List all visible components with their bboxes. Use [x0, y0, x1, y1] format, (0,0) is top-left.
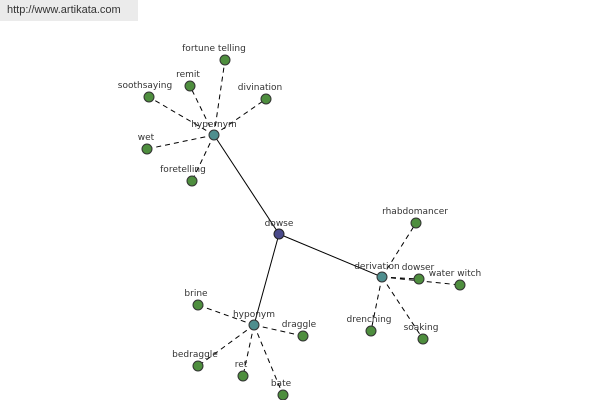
edge-hypernym-leaf — [148, 96, 215, 136]
leaf-node[interactable] — [141, 143, 153, 155]
relation-node[interactable] — [376, 271, 388, 283]
edge-hypernym-leaf — [146, 134, 215, 150]
edge-derivation-leaf — [381, 276, 424, 340]
relation-label: hyponym — [233, 310, 275, 320]
leaf-label: remit — [176, 70, 200, 80]
leaf-node[interactable] — [192, 299, 204, 311]
leaf-node[interactable] — [454, 279, 466, 291]
leaf-label: brine — [184, 289, 208, 299]
leaf-node[interactable] — [186, 175, 198, 187]
graph-nodes: fortune telling remit soothsaying divinatio… — [118, 44, 481, 400]
edge-root-derivation — [278, 233, 383, 278]
leaf-node[interactable] — [413, 273, 425, 285]
leaf-label: bedraggle — [172, 350, 218, 360]
leaf-node[interactable] — [143, 91, 155, 103]
edge-derivation-leaf — [370, 276, 383, 332]
edge-hypernym-leaf — [189, 85, 215, 136]
relation-label: hypernym — [191, 120, 237, 130]
edge-root-hypernym — [213, 134, 280, 235]
relation-node[interactable] — [208, 129, 220, 141]
edge-root-hyponym — [253, 233, 280, 326]
edge-derivation-leaf — [381, 276, 420, 280]
leaf-label: foretelling — [160, 165, 206, 175]
edge-hyponym-leaf — [197, 304, 255, 326]
edge-derivation-leaf — [381, 222, 417, 278]
leaf-label: bate — [271, 379, 292, 389]
relation-label: derivation — [354, 262, 400, 272]
edge-hyponym-leaf — [253, 324, 284, 396]
leaf-node[interactable] — [237, 370, 249, 382]
leaf-node[interactable] — [417, 333, 429, 345]
root-label: dowse — [265, 219, 294, 229]
leaf-node[interactable] — [297, 330, 309, 342]
leaf-label: drenching — [346, 315, 391, 325]
leaf-label: soothsaying — [118, 81, 172, 91]
leaf-node[interactable] — [184, 80, 196, 92]
leaf-label: dowser — [402, 263, 435, 273]
leaf-label: water witch — [429, 269, 482, 279]
leaf-label: divination — [238, 83, 283, 93]
leaf-node[interactable] — [219, 54, 231, 66]
leaf-label: draggle — [282, 320, 317, 330]
edge-hyponym-leaf — [197, 324, 255, 367]
leaf-label: fortune telling — [182, 44, 246, 54]
edge-hypernym-leaf — [213, 59, 226, 136]
leaf-node[interactable] — [192, 360, 204, 372]
edge-hypernym-leaf — [213, 98, 267, 136]
leaf-node[interactable] — [260, 93, 272, 105]
leaf-node[interactable] — [365, 325, 377, 337]
leaf-node[interactable] — [410, 217, 422, 229]
root-node[interactable] — [273, 228, 285, 240]
leaf-label: ret — [235, 360, 248, 370]
leaf-label: rhabdomancer — [382, 207, 448, 217]
source-url-label[interactable]: http://www.artikata.com — [0, 0, 138, 21]
relation-node[interactable] — [248, 319, 260, 331]
leaf-node[interactable] — [277, 389, 289, 400]
leaf-label: soaking — [404, 323, 439, 333]
leaf-label: wet — [138, 133, 155, 143]
